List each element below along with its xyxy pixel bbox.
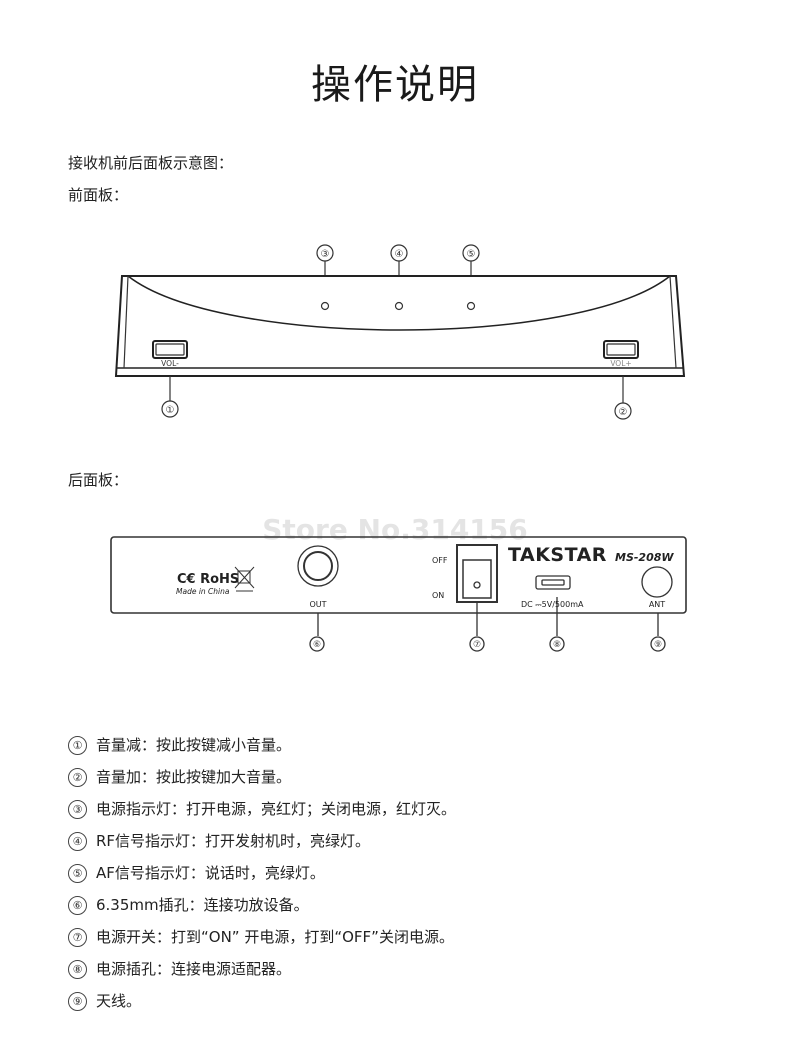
antenna-jack (641, 566, 673, 598)
front-panel-label: 前面板： (68, 186, 129, 204)
item-number: ② (68, 767, 87, 787)
dc-label: DC ⎓5V/500mA (521, 600, 584, 609)
callout-4 (390, 244, 408, 275)
list-item: ⑥ 6.35mm插孔：连接功放设备。 (68, 889, 456, 921)
weee-icon (234, 566, 255, 592)
dc-port (535, 575, 571, 590)
vol-plus-button (603, 340, 639, 359)
callout-6-label: ⑥ (313, 640, 321, 650)
item-number: ⑦ (68, 927, 87, 947)
item-text: 6.35mm插孔：连接功放设备。 (96, 896, 309, 914)
callout-5 (462, 244, 480, 275)
rear-panel-body (110, 536, 687, 614)
callout-2-label: ② (619, 407, 628, 418)
page-title: 操作说明 (311, 62, 479, 108)
out-label: OUT (309, 600, 326, 609)
item-number: ⑨ (68, 991, 87, 1011)
rear-panel-label: 后面板： (68, 471, 129, 489)
list-item: ⑦ 电源开关：打到“ON” 开电源，打到“OFF”关闭电源。 (68, 921, 456, 953)
made-in-text: Made in China (176, 587, 230, 596)
list-item: ⑤ AF信号指示灯：说话时，亮绿灯。 (68, 857, 456, 889)
front-panel-diagram: ③ ④ ⑤ VOL- VOL+ ① ② (114, 244, 686, 420)
item-text: 电源指示灯：打开电源，亮红灯；关闭电源，红灯灭。 (96, 800, 457, 818)
callout-1-label: ① (166, 405, 175, 416)
af-led (466, 301, 476, 311)
item-number: ③ (68, 799, 87, 819)
item-number: ④ (68, 831, 87, 851)
item-text: AF信号指示灯：说话时，亮绿灯。 (96, 864, 325, 882)
list-item: ① 音量减：按此按键减小音量。 (68, 729, 456, 761)
list-item: ④ RF信号指示灯：打开发射机时，亮绿灯。 (68, 825, 456, 857)
item-text: 音量加：按此按键加大音量。 (96, 768, 292, 786)
item-number: ⑧ (68, 959, 87, 979)
vol-minus-label: VOL- (161, 359, 179, 368)
rf-led (394, 301, 404, 311)
list-item: ⑨ 天线。 (68, 985, 456, 1017)
callout-5-label: ⑤ (467, 249, 476, 260)
item-text: 电源开关：打到“ON” 开电源，打到“OFF”关闭电源。 (96, 928, 454, 946)
rear-panel-diagram: Store No.314156 C€ RoHS Made i (110, 513, 687, 652)
item-number: ⑥ (68, 895, 87, 915)
item-number: ① (68, 735, 87, 755)
list-item: ③ 电源指示灯：打开电源，亮红灯；关闭电源，红灯灭。 (68, 793, 456, 825)
vol-plus-label: VOL+ (610, 359, 631, 368)
brand-logo: TAKSTAR (508, 544, 607, 566)
callout-9-label: ⑨ (654, 640, 662, 650)
function-list: ① 音量减：按此按键减小音量。 ② 音量加：按此按键加大音量。 ③ 电源指示灯：打开电… (68, 729, 456, 1017)
on-label: ON (432, 591, 444, 600)
off-label: OFF (432, 556, 448, 565)
ce-rohs-mark: C€ RoHS (177, 572, 239, 587)
item-text: 天线。 (96, 992, 142, 1010)
vol-minus-button (152, 340, 188, 359)
out-jack (297, 545, 339, 587)
model-label: MS-208W (615, 551, 674, 564)
watermark: Store No.314156 (262, 513, 528, 546)
list-item: ② 音量加：按此按键加大音量。 (68, 761, 456, 793)
callout-3-label: ③ (321, 249, 330, 260)
item-text: 电源插孔：连接电源适配器。 (96, 960, 292, 978)
callout-8-label: ⑧ (553, 640, 561, 650)
callout-7-label: ⑦ (473, 640, 481, 650)
item-text: RF信号指示灯：打开发射机时，亮绿灯。 (96, 832, 371, 850)
ant-label: ANT (649, 600, 665, 609)
callout-3 (316, 244, 334, 275)
list-item: ⑧ 电源插孔：连接电源适配器。 (68, 953, 456, 985)
intro-text: 接收机前后面板示意图： (68, 154, 234, 172)
item-text: 音量减：按此按键减小音量。 (96, 736, 292, 754)
callout-4-label: ④ (395, 249, 404, 260)
item-number: ⑤ (68, 863, 87, 883)
power-led (320, 301, 330, 311)
